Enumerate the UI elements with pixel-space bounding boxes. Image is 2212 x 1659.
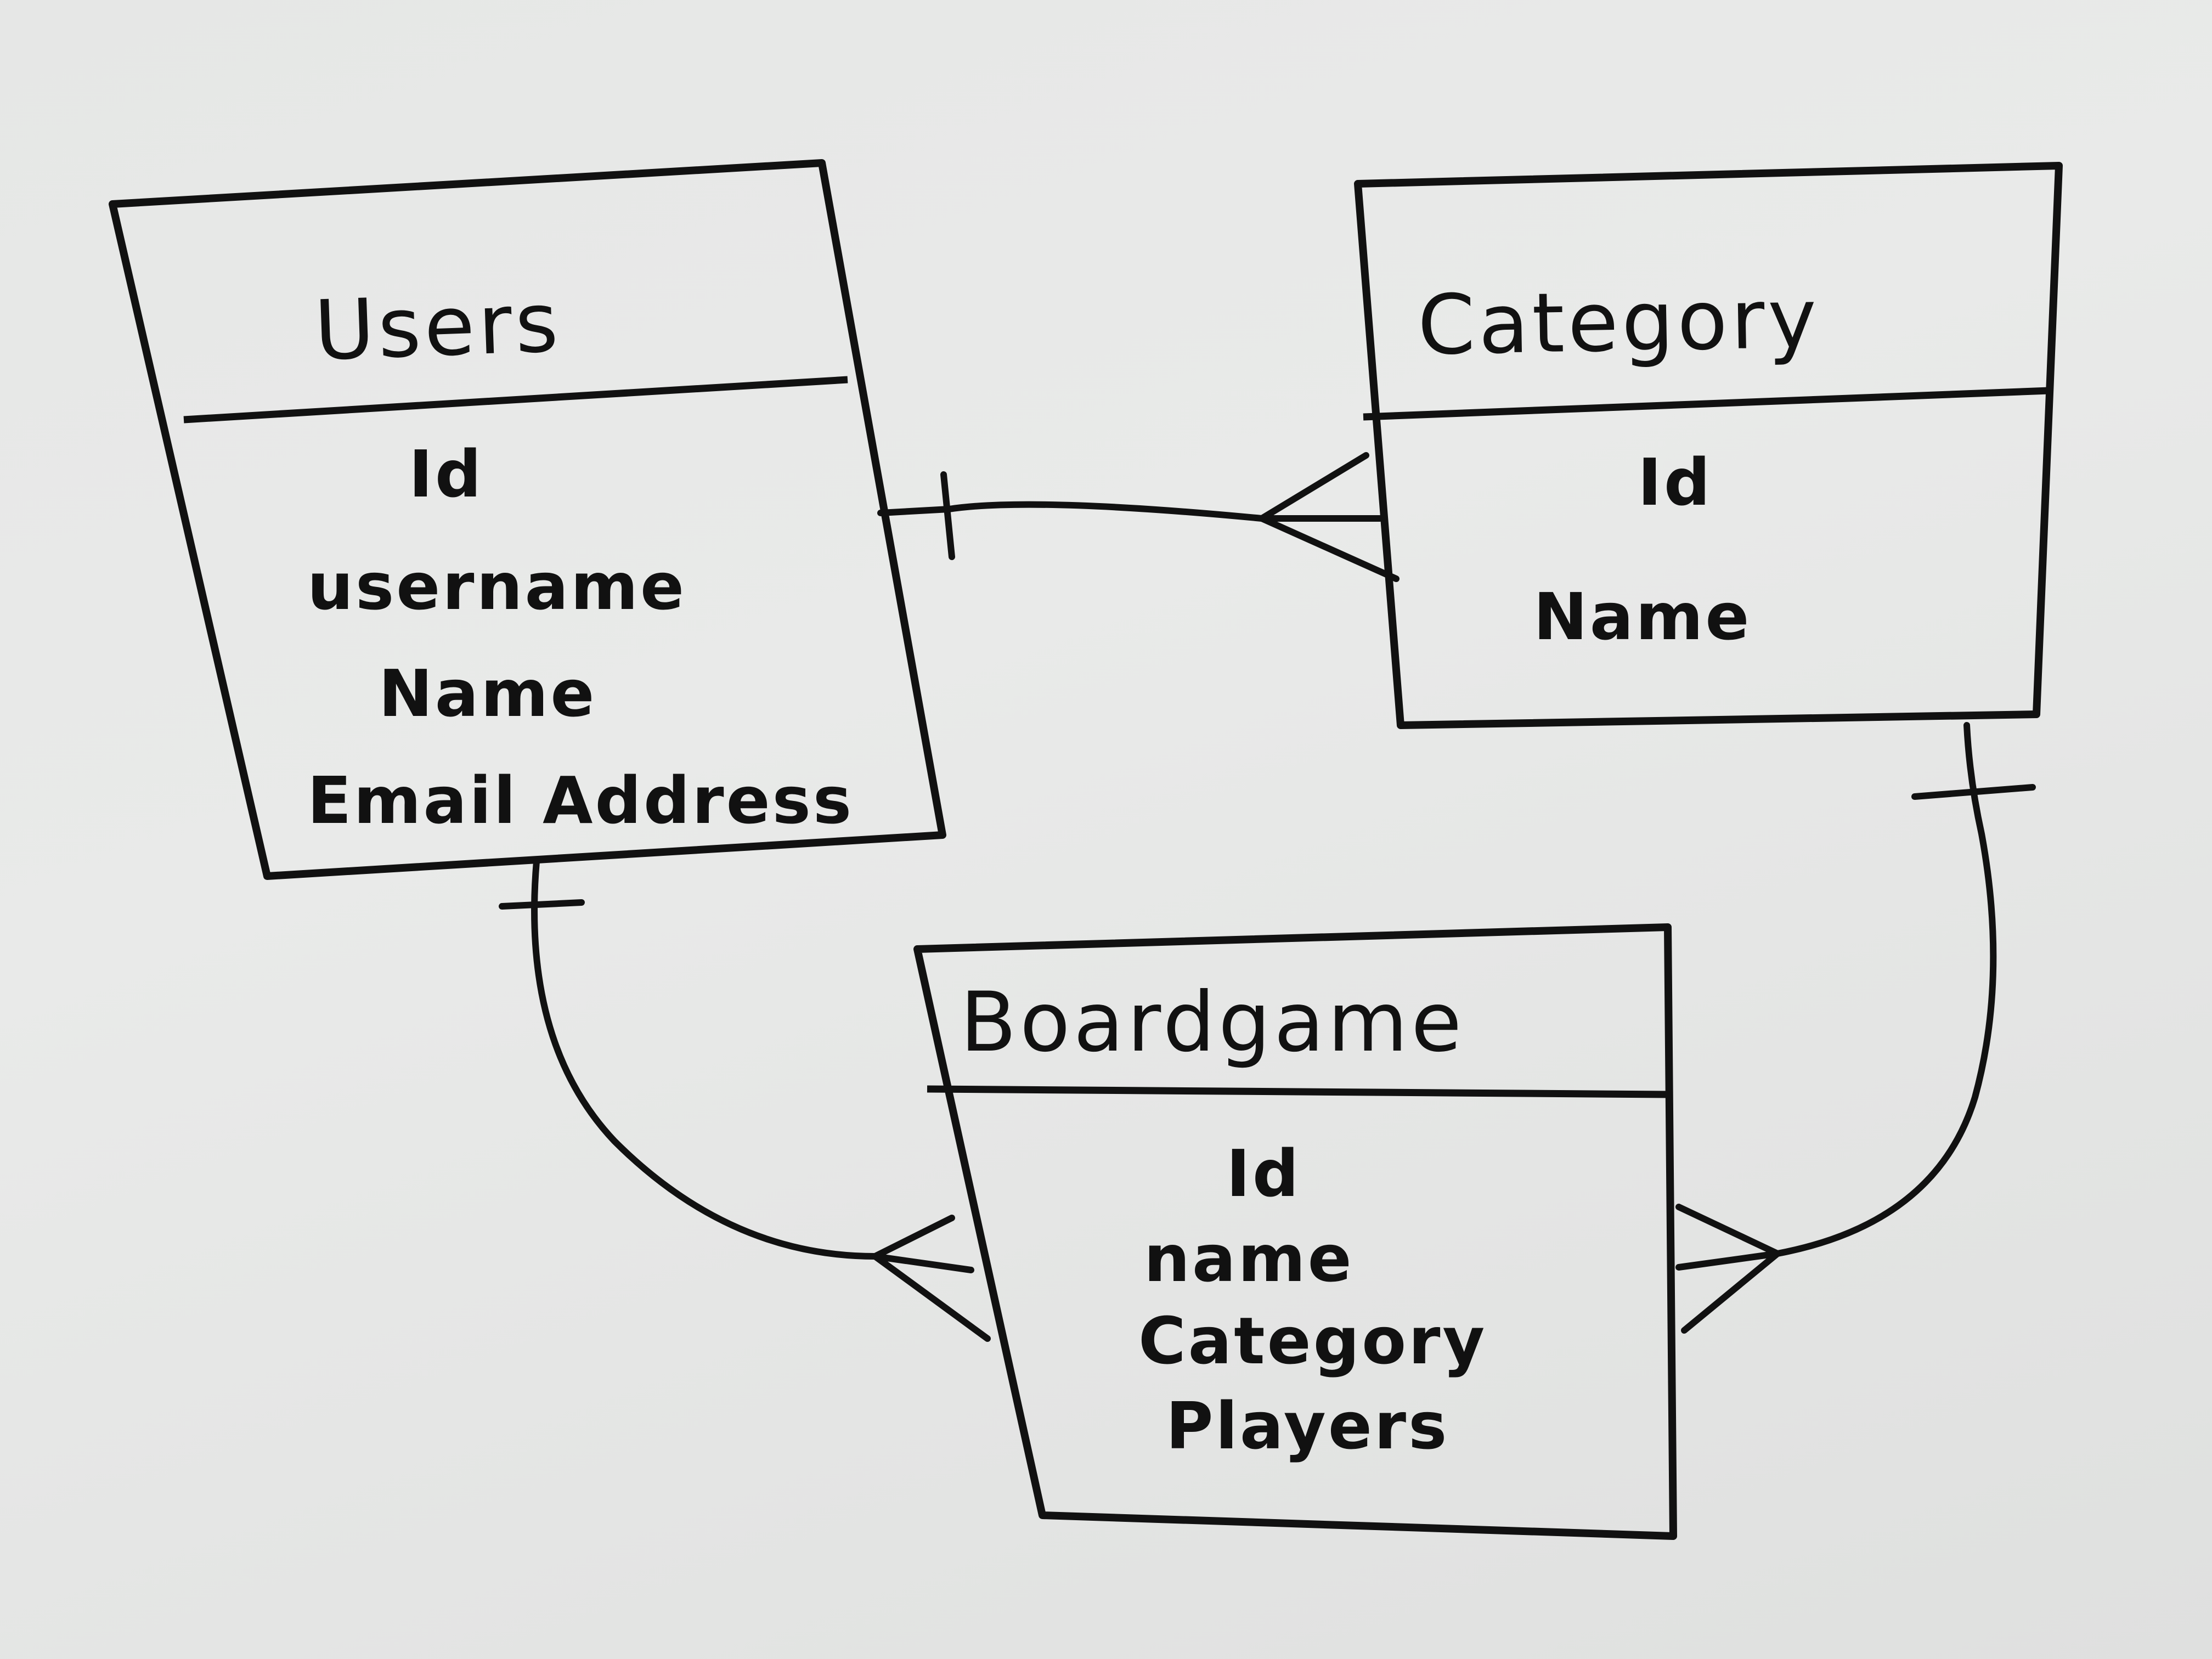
entity-boardgame-attr-1: name (1144, 1221, 1354, 1296)
entity-users-attr-2: Name (379, 656, 596, 731)
entity-users-attr-3: Email Address (307, 763, 854, 838)
crowfoot-marker-category (1259, 452, 1400, 582)
connector-line (531, 858, 878, 1260)
one-marker-users (940, 471, 955, 560)
entity-category-box (1354, 162, 2063, 729)
one-marker-users (499, 899, 585, 910)
entity-users-box (109, 159, 946, 880)
entity-boardgame-title: Boardgame (960, 975, 1465, 1070)
entity-category-title: Category (1417, 271, 1821, 374)
entity-users-attr-1: username (307, 549, 686, 624)
entity-category-attr-0: Id (1638, 444, 1712, 520)
entity-boardgame-attr-3: Players (1166, 1388, 1449, 1464)
crowfoot-marker-boardgame (872, 1215, 991, 1342)
entity-category-divider (1363, 387, 2050, 421)
entity-users-attr-0: Id (409, 436, 483, 512)
entity-boardgame-attr-2: Category (1138, 1303, 1487, 1379)
connector-line (1774, 722, 1997, 1257)
crowfoot-marker-boardgame (1675, 1204, 1781, 1334)
entity-category-attr-1: Name (1533, 579, 1751, 654)
entity-boardgame-divider (927, 1085, 1671, 1098)
relationship-category-boardgame (1675, 722, 2036, 1334)
one-marker-category (1911, 784, 2036, 800)
entity-users: Users Id username Name Email Address (109, 159, 946, 880)
entity-boardgame: Boardgame Id name Category Players (913, 923, 1677, 1540)
entity-category: Category Id Name (1354, 162, 2063, 729)
entity-boardgame-attr-0: Id (1226, 1136, 1301, 1211)
entity-boardgame-box (913, 923, 1677, 1540)
relationship-users-category (877, 452, 1400, 582)
entity-users-divider (183, 376, 848, 424)
entity-users-title: Users (313, 275, 563, 379)
relationship-users-boardgame (499, 858, 991, 1342)
connector-line (877, 501, 1265, 522)
